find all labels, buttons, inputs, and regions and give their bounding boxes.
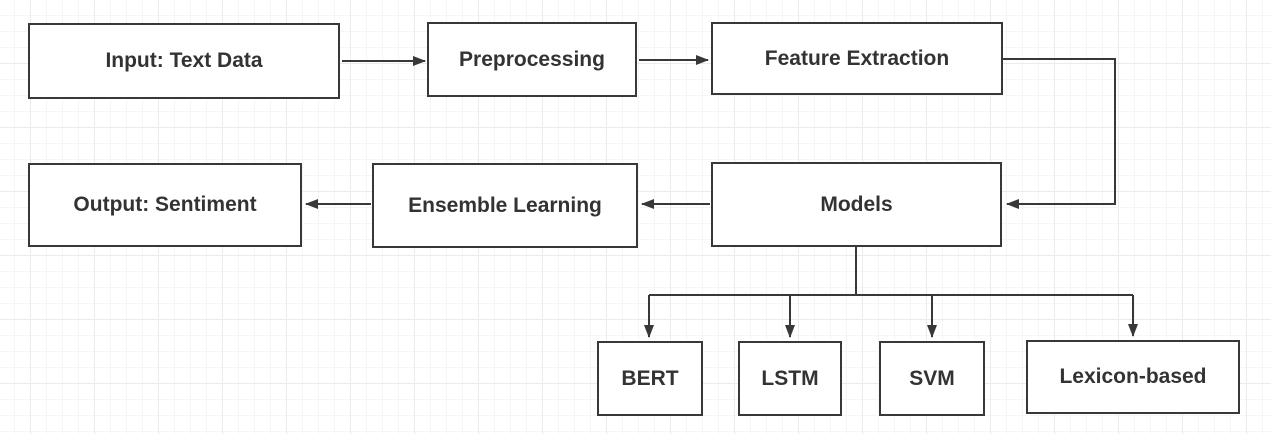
- node-label: Models: [820, 192, 893, 216]
- node-output-sentiment: Output: Sentiment: [28, 163, 302, 247]
- node-label: Preprocessing: [459, 47, 605, 71]
- node-bert: BERT: [597, 341, 703, 416]
- node-feature-extraction: Feature Extraction: [711, 22, 1003, 95]
- node-label: Feature Extraction: [764, 46, 950, 70]
- node-label: Ensemble Learning: [408, 193, 602, 217]
- node-label: Lexicon-based: [1059, 365, 1207, 388]
- node-label: Input: Text Data: [105, 49, 263, 72]
- node-label: LSTM: [761, 366, 819, 390]
- connector-feature-extraction-to-models: [1003, 58, 1116, 209]
- node-preprocessing: Preprocessing: [427, 22, 637, 97]
- node-svm: SVM: [879, 341, 985, 416]
- node-label: Output: Sentiment: [73, 193, 257, 216]
- node-input-text-data: Input: Text Data: [28, 23, 340, 99]
- node-models: Models: [711, 162, 1002, 247]
- node-label: BERT: [621, 366, 679, 390]
- node-lexicon-based: Lexicon-based: [1026, 340, 1240, 414]
- node-label: SVM: [909, 366, 955, 390]
- node-ensemble-learning: Ensemble Learning: [372, 163, 638, 248]
- node-lstm: LSTM: [738, 341, 842, 416]
